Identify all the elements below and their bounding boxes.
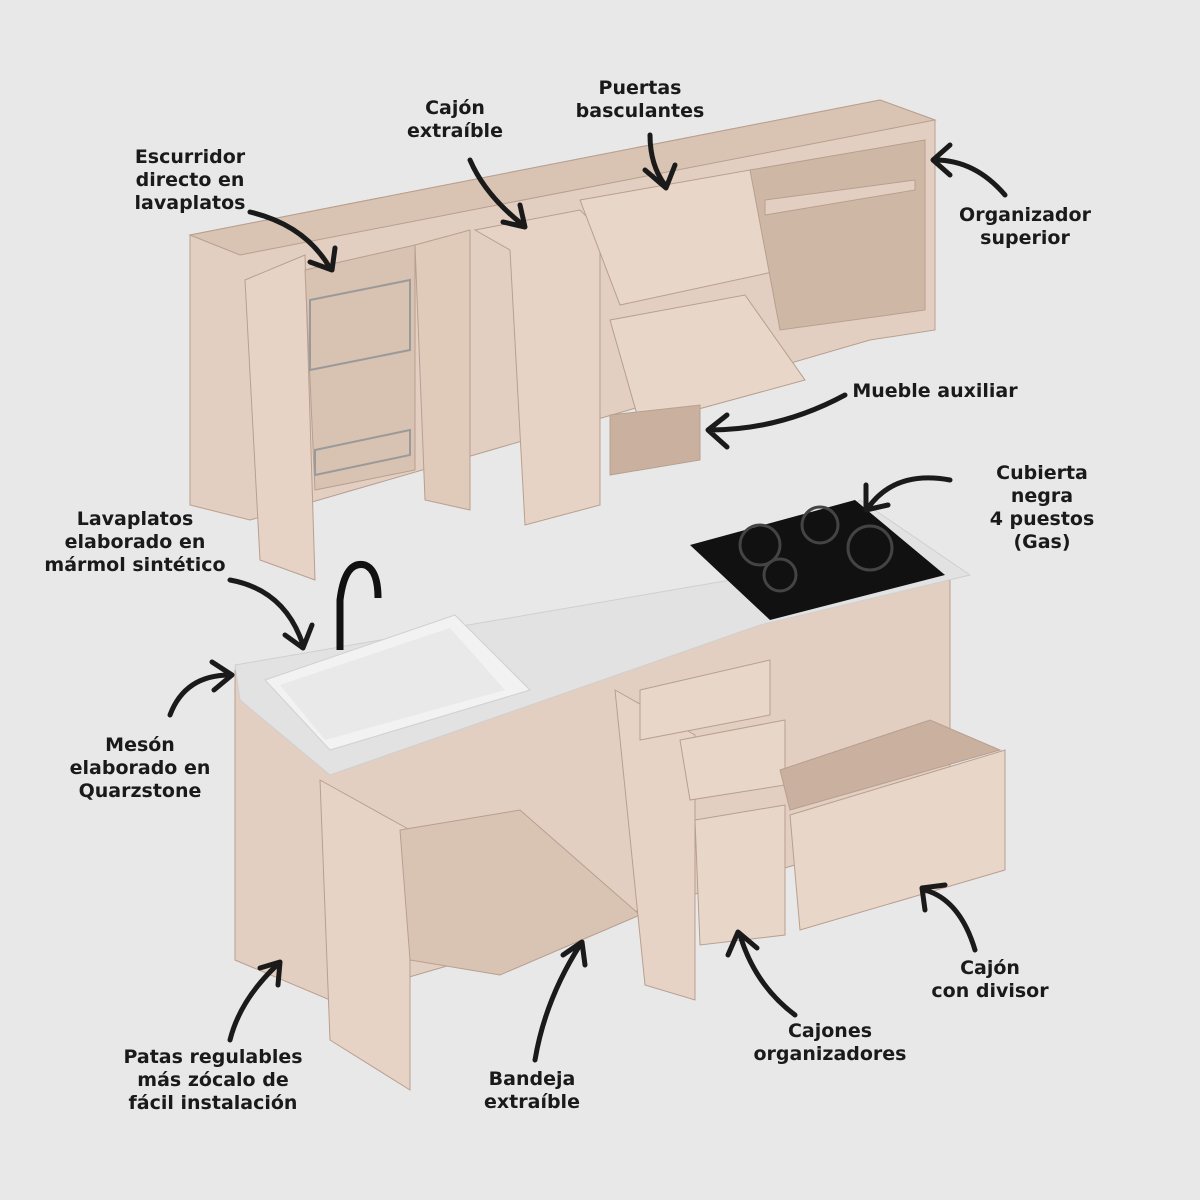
label-lavaplatos: Lavaplatos elaborado en mármol sintético bbox=[44, 508, 226, 576]
dish-rack bbox=[309, 278, 411, 477]
cooktop bbox=[690, 500, 945, 620]
label-patas: Patas regulables más zócalo de fácil ins… bbox=[123, 1046, 303, 1114]
label-mueble-auxiliar: Mueble auxiliar bbox=[852, 380, 1018, 402]
label-cajon-extraible: Cajón extraíble bbox=[407, 97, 503, 142]
label-puertas-basculantes: Puertas basculantes bbox=[575, 77, 705, 122]
upper-cabinets bbox=[188, 99, 937, 581]
label-bandeja: Bandeja extraíble bbox=[484, 1068, 580, 1113]
label-organizador-superior: Organizador superior bbox=[959, 204, 1091, 249]
arrows bbox=[167, 132, 1008, 1063]
label-cubierta: Cubierta negra 4 puestos (Gas) bbox=[989, 462, 1095, 553]
label-cajones-organizadores: Cajones organizadores bbox=[753, 1020, 907, 1065]
label-cajon-divisor: Cajón con divisor bbox=[931, 957, 1049, 1002]
label-escurridor: Escurridor directo en lavaplatos bbox=[134, 146, 246, 214]
faucet bbox=[336, 560, 382, 650]
label-meson: Mesón elaborado en Quarzstone bbox=[69, 734, 211, 802]
